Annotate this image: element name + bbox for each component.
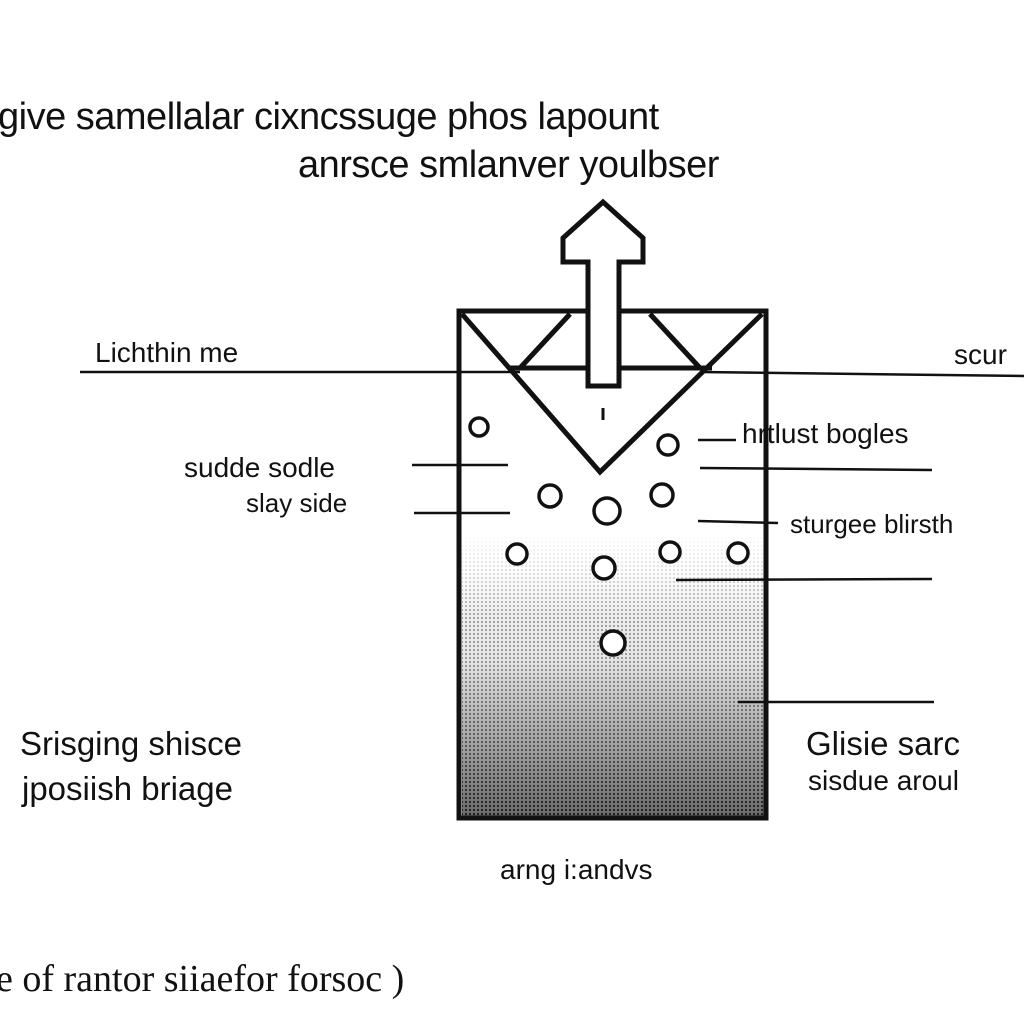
leader-lines xyxy=(80,370,1024,704)
leader-line-top-right xyxy=(699,370,1024,378)
bubble xyxy=(592,496,622,526)
label-top-right: scur xyxy=(954,339,1007,370)
label-right-middle: sturgee blirsth xyxy=(790,509,954,539)
bubbles xyxy=(468,416,750,657)
stipple-fill xyxy=(462,530,764,816)
bubble xyxy=(658,540,682,564)
label-right-lower-1: Glisie sarc xyxy=(806,725,961,762)
bubble xyxy=(505,542,529,566)
label-left-lower-2: jposiish briage xyxy=(22,770,233,807)
label-top-left: Lichthin me xyxy=(95,337,239,368)
label-left-upper-1: sudde sodle xyxy=(184,452,336,483)
label-bottom: arng i:andvs xyxy=(500,854,653,885)
bubble xyxy=(591,555,617,581)
leader-line-right-upper-2 xyxy=(699,466,933,472)
bubble xyxy=(468,416,490,438)
label-left-upper-2: slay side xyxy=(246,488,348,518)
label-left-lower-1: Srisging shisce xyxy=(20,725,242,762)
label-right-upper: hrtlust bogles xyxy=(742,418,909,449)
up-arrow-icon xyxy=(560,198,646,389)
leader-line-right-middle xyxy=(697,519,779,525)
diagram-title-line-1: give samellalar cixncssuge phos lapount xyxy=(0,96,659,138)
diagram-title-line-2: anrsce smlanver youlbser xyxy=(298,144,719,186)
bubble xyxy=(726,541,750,565)
bubble xyxy=(537,483,563,509)
bubble xyxy=(649,482,675,508)
label-right-lower-2: sisdue aroul xyxy=(808,765,959,796)
leader-line-right-mid-2 xyxy=(675,577,933,582)
bubble xyxy=(599,629,627,657)
bubble xyxy=(656,433,680,457)
diagram-caption: e of rantor siiaefor forsoc ) xyxy=(0,958,405,1000)
